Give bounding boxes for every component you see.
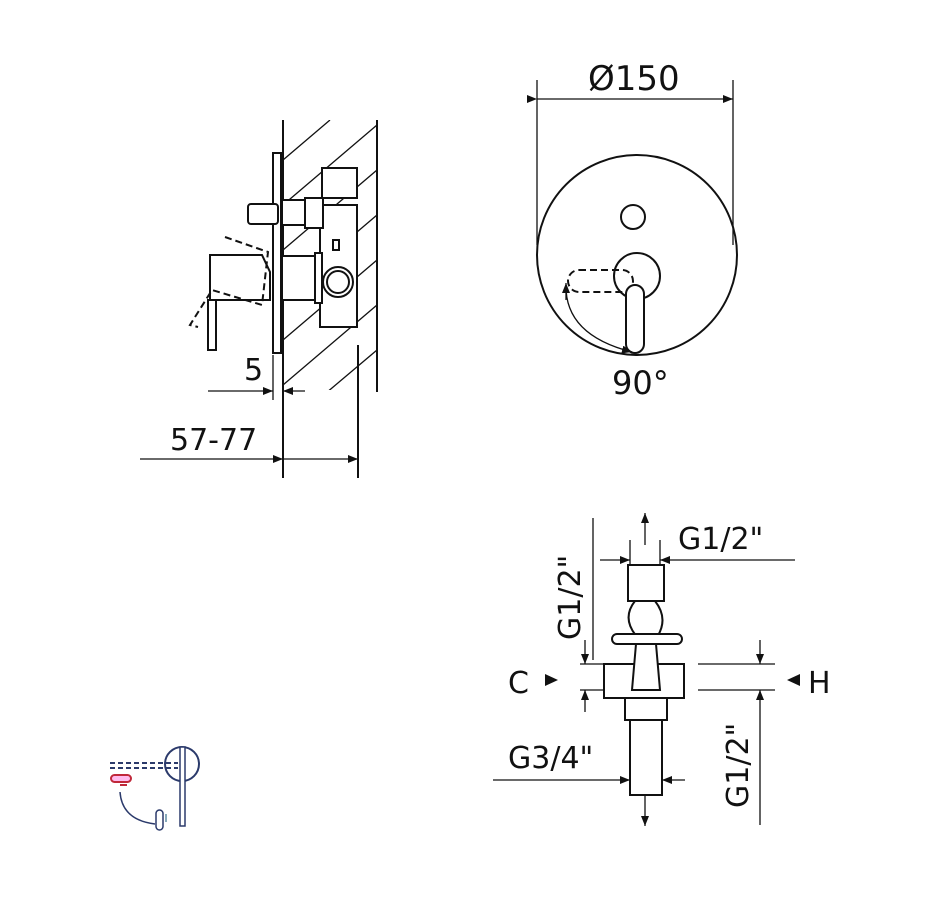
dim-h-line <box>698 640 775 825</box>
cover-plate <box>272 152 282 354</box>
side-handle <box>207 254 271 351</box>
pointer-c-icon <box>545 674 558 686</box>
lever-rotated-outline <box>567 269 634 293</box>
dim-top-outlet-line <box>600 540 795 565</box>
dim-depth-label: 57-77 <box>170 423 257 458</box>
top-outlet-label: G1/2" <box>678 522 763 557</box>
rotation-arc-arrow <box>562 283 633 354</box>
connection-diagram: G1/2" G1/2" C H G1/2" <box>493 513 831 826</box>
side-view: 5 57-77 <box>140 120 378 478</box>
dim-diameter-label: Ø150 <box>588 59 680 99</box>
dim-rotation-label: 90° <box>612 364 669 402</box>
dim-c-line <box>580 640 604 712</box>
front-view: Ø150 90° <box>527 59 738 402</box>
dim-depth-line <box>140 345 359 478</box>
dim-plate-label: 5 <box>244 353 263 388</box>
label-h: H <box>808 666 831 701</box>
label-c: C <box>508 666 529 701</box>
left-upper-label: G1/2" <box>553 555 588 640</box>
bottom-inlet-label: G3/4" <box>508 741 593 776</box>
valve-body <box>247 167 358 328</box>
right-lower-label: G1/2" <box>721 723 756 808</box>
lever-handle <box>625 284 645 354</box>
side-handle-raised-outline <box>188 236 270 328</box>
pointer-h-icon <box>787 674 800 686</box>
dim-diameter-line <box>527 80 734 245</box>
valve-assembly <box>603 564 685 796</box>
diverter-knob <box>620 204 646 230</box>
round-cover-plate <box>536 154 738 356</box>
thermostatic-mixer-icon <box>110 746 200 831</box>
dim-plate-line <box>208 355 305 400</box>
